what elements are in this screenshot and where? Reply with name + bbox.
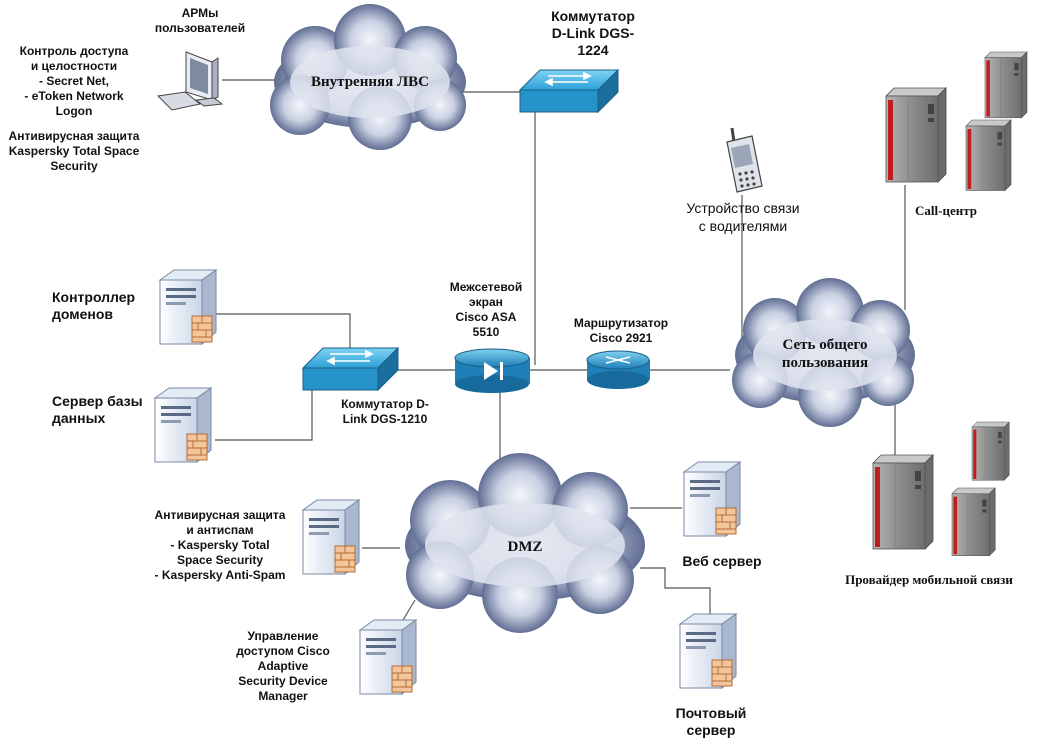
mobile-provider-rack-icon: [971, 421, 1010, 481]
switch-dgs1224-icon: [518, 68, 620, 114]
mobile-provider-rack-icon: [951, 487, 996, 557]
call-center-rack-icon: [984, 51, 1028, 119]
mobile-phone-icon: [726, 127, 763, 193]
workstation-icon: [156, 51, 224, 111]
call-center-rack-icon: [965, 119, 1012, 191]
switch-dgs1210-icon: [301, 346, 400, 392]
switch-dgs1210-label: Коммутатор D- Link DGS-1210: [341, 397, 429, 426]
lan-cloud-label: Внутренняя ЛВС: [311, 74, 429, 90]
web-server-icon: [683, 461, 741, 537]
mobile-provider-label: Провайдер мобильной связи: [845, 572, 1013, 587]
cisco-asdm-label: Управление доступом Cisco Adaptive Secur…: [236, 629, 330, 703]
database-server-icon: [154, 387, 212, 463]
domain-controller-server-icon: [159, 269, 217, 345]
mail-server-label: Почтовый сервер: [675, 705, 747, 738]
driver-comm-label: Устройство связи с водителями: [686, 200, 800, 234]
switch-dgs1224-label: Коммутатор D-Link DGS- 1224: [551, 8, 635, 58]
public-network-cloud-label: Сеть общего пользования: [781, 337, 869, 371]
mobile-provider-rack-icon: [872, 454, 934, 550]
cisco-asdm-server-icon: [359, 619, 417, 695]
web-server-label: Веб сервер: [682, 553, 762, 569]
access-control-label: Контроль доступа и целостности - Secret …: [19, 44, 129, 118]
domain-controller-label: Контроллер доменов: [52, 289, 136, 322]
mail-server-icon: [679, 613, 737, 689]
call-center-label: Call-центр: [915, 203, 977, 218]
public-network-cloud: [732, 278, 915, 427]
database-server-label: Сервер базы данных: [52, 393, 143, 426]
firewall-asa-icon: [454, 348, 530, 393]
antispam-label: Антивирусная защита и антиспам - Kaspers…: [154, 508, 286, 582]
router-cisco2921-icon: [586, 350, 650, 389]
dmz-cloud-label: DMZ: [507, 539, 543, 555]
router-label: Маршрутизатор Cisco 2921: [573, 316, 669, 345]
firewall-label: Межсетевой экран Cisco ASA 5510: [449, 280, 523, 339]
workstations-label: АРМы пользователей: [154, 6, 246, 35]
workstation-antivirus-label: Антивирусная защита Kaspersky Total Spac…: [8, 129, 140, 173]
call-center-rack-icon: [885, 87, 947, 183]
antispam-server-icon: [302, 499, 360, 575]
lan-cloud: [270, 4, 466, 150]
dmz-cloud: [405, 453, 645, 633]
